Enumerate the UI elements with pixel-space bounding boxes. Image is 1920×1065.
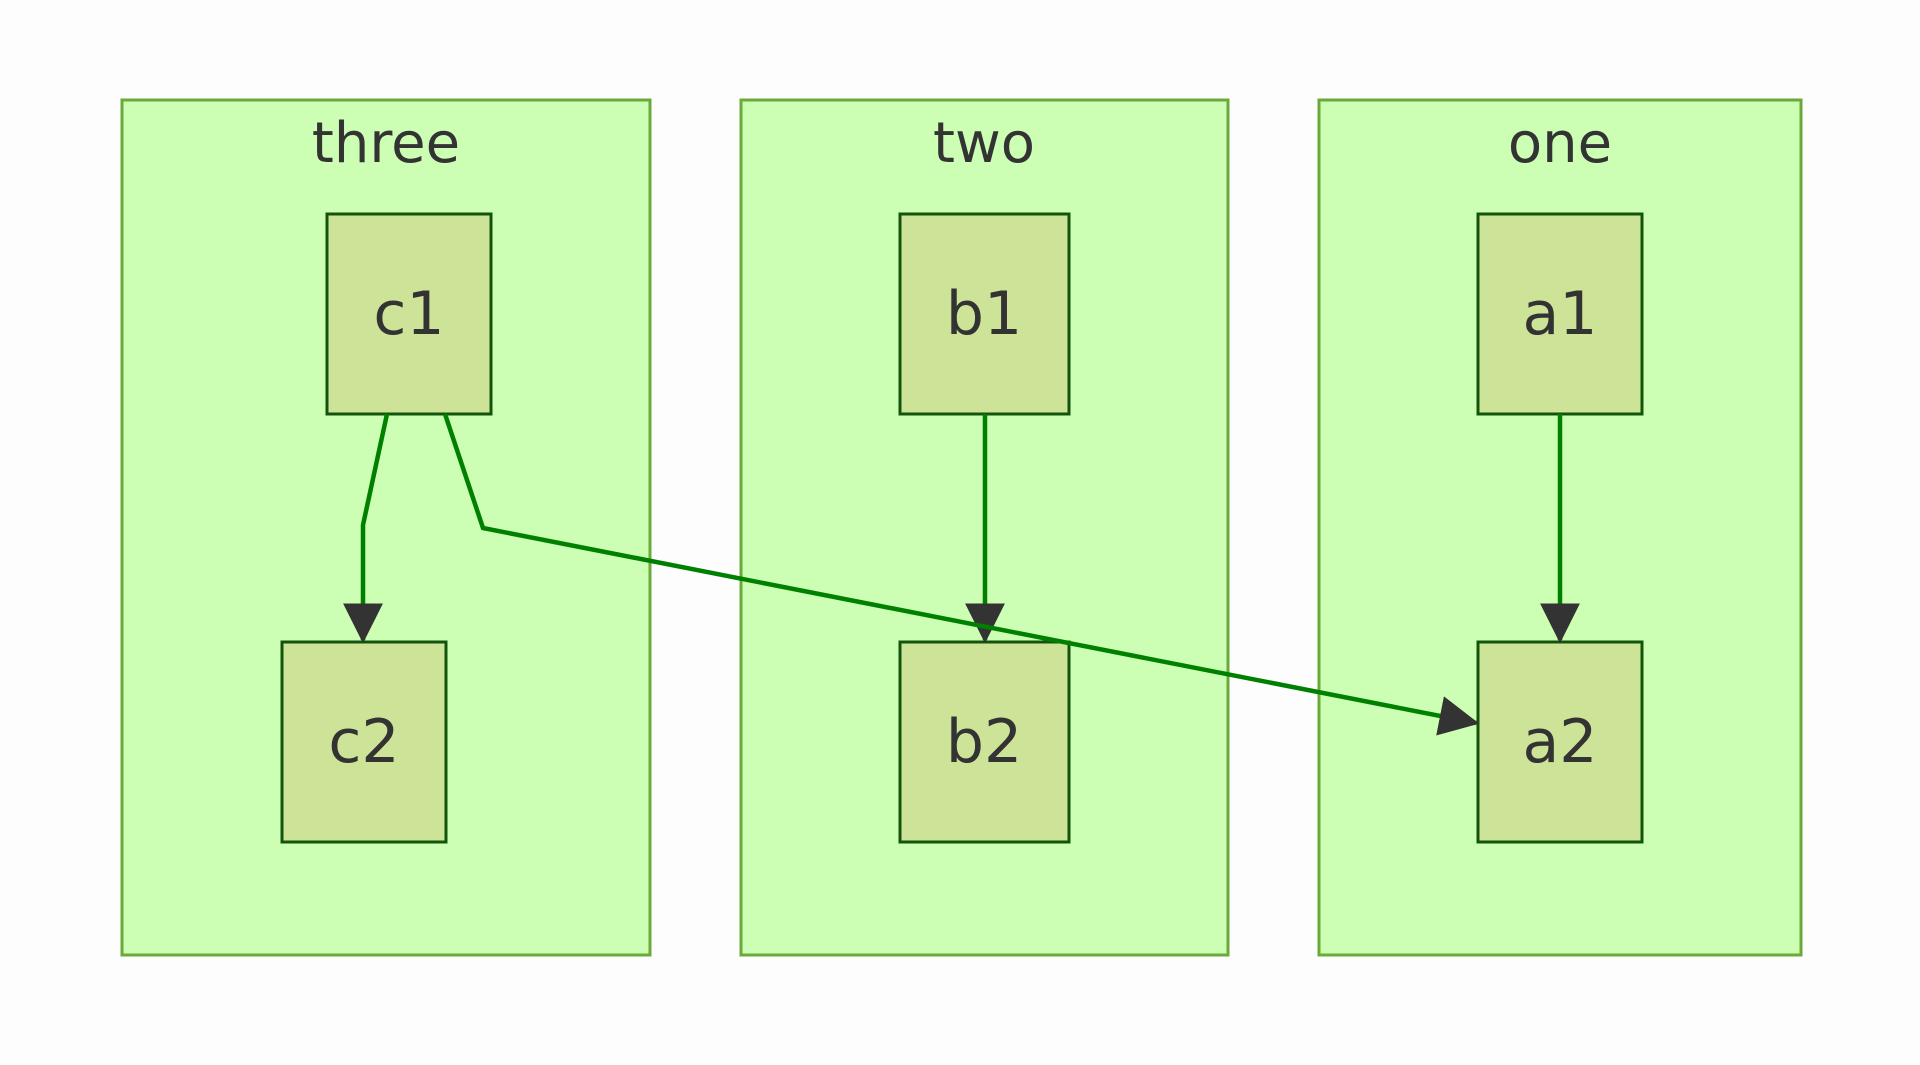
node-a2[interactable]: a2	[1476, 640, 1644, 844]
node-c2-label: c2	[328, 707, 399, 777]
node-b2-label: b2	[946, 707, 1022, 777]
node-a1-box[interactable]	[1476, 212, 1644, 416]
node-b2[interactable]: b2	[898, 640, 1071, 844]
edge-c1-c2[interactable]	[343, 413, 390, 644]
node-a2-box[interactable]	[1476, 640, 1644, 844]
subgraph-two-title: two	[933, 111, 1035, 176]
subgraph-three-title: three	[312, 111, 460, 176]
edges	[343, 413, 1580, 736]
node-a1[interactable]: a1	[1476, 212, 1644, 416]
node-c1-box[interactable]	[325, 212, 493, 416]
node-c1[interactable]: c1	[325, 212, 493, 416]
edge-c1-a2[interactable]	[442, 413, 1480, 736]
node-c1-label: c1	[373, 279, 444, 349]
node-c2-box[interactable]	[280, 640, 448, 844]
node-c2[interactable]: c2	[280, 640, 448, 844]
node-b1-box[interactable]	[898, 212, 1071, 416]
node-a1-label: a1	[1523, 279, 1598, 349]
subgraph-one-title: one	[1508, 111, 1612, 176]
node-b1-label: b1	[946, 279, 1022, 349]
node-a2-label: a2	[1523, 707, 1598, 777]
node-b1[interactable]: b1	[898, 212, 1071, 416]
